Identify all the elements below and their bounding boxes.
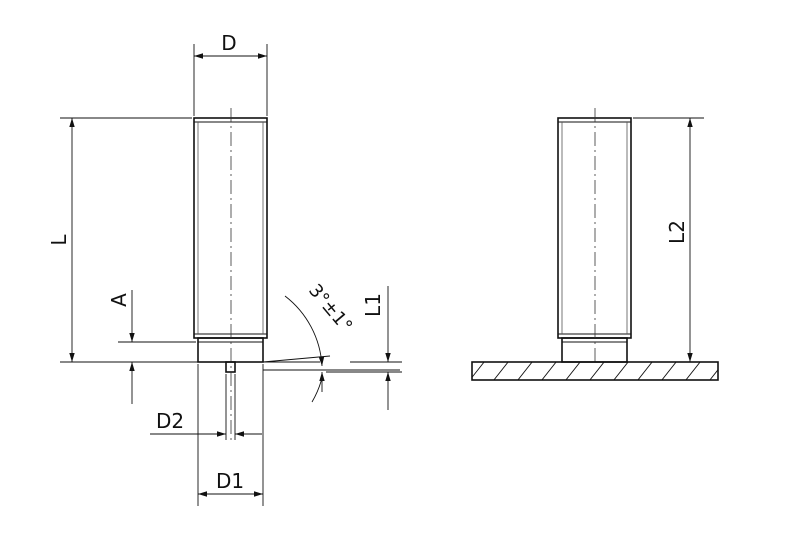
label-D1: D1 [216,469,244,493]
dim-D: D [193,31,268,116]
dim-L2: L2 [633,117,704,362]
dim-A: A [107,290,196,404]
label-D2: D2 [156,409,184,433]
label-L1: L1 [361,293,385,317]
label-L: L [47,234,71,246]
dim-D2: D2 [150,374,262,440]
pin-body-installed [557,117,632,363]
base-plate [471,361,719,381]
label-A: A [107,293,131,307]
dim-D1: D1 [197,364,264,506]
label-D: D [221,31,236,55]
label-L2: L2 [665,220,689,244]
right-view: L2 [471,108,719,381]
left-view: D L A 3°±1° [47,31,402,506]
pin-tip [225,361,236,373]
dim-L1: L1 [326,286,402,410]
dim-L: L [47,117,320,363]
pin-body [193,117,268,339]
pin-collar [197,337,264,363]
